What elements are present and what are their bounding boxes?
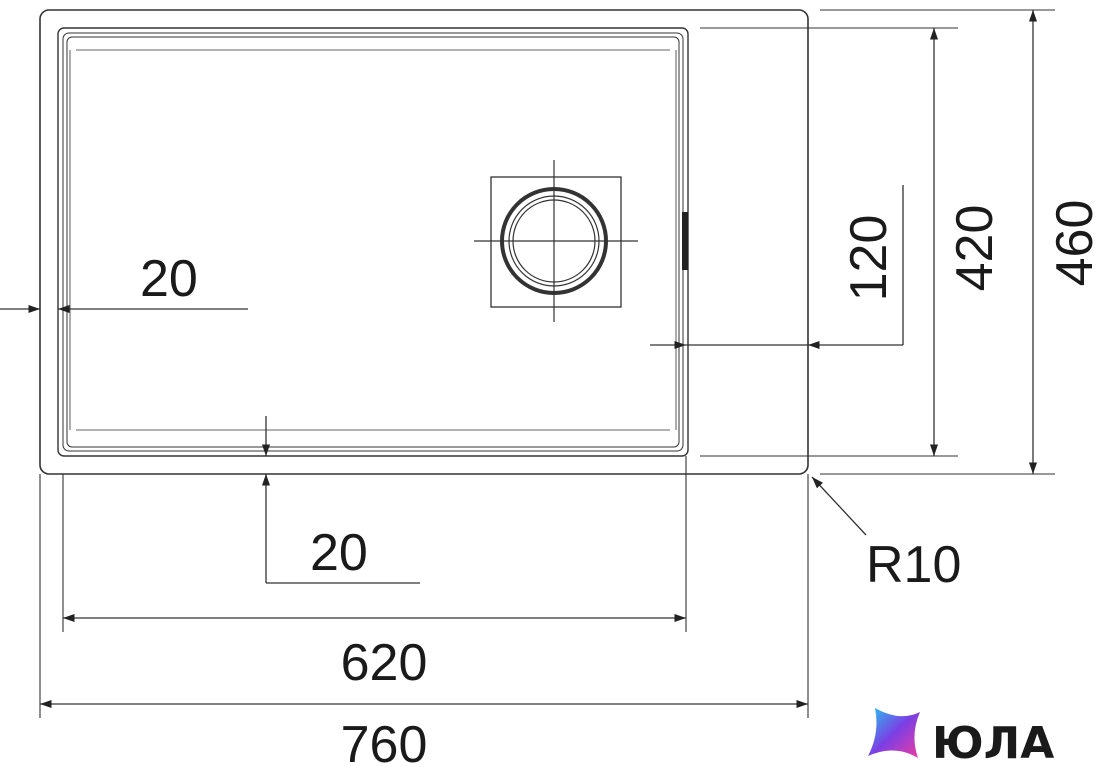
dim-bowl-depth-label: 420 <box>946 205 1004 292</box>
yula-logo-text: ЮЛА <box>932 718 1054 767</box>
yula-logo: ЮЛА <box>868 708 1054 767</box>
dim-drain-offset <box>650 185 904 350</box>
bowl-outline <box>57 27 689 457</box>
sink-outer-outline <box>39 9 809 475</box>
dim-overall-width-label: 760 <box>341 716 428 767</box>
drain <box>474 160 638 322</box>
dim-corner-radius-label: R10 <box>866 536 961 594</box>
dim-bottom-margin <box>261 416 420 584</box>
overflow-slot <box>682 212 688 270</box>
bowl-inner-line <box>69 49 677 431</box>
yula-star-icon <box>868 708 920 758</box>
dim-bowl-width-label: 620 <box>341 634 428 692</box>
dim-corner-radius-leader <box>811 476 867 536</box>
dim-bottom-margin-label: 20 <box>310 524 368 582</box>
dim-overall-depth-label: 460 <box>1046 200 1100 287</box>
dim-left-margin-label: 20 <box>140 250 198 308</box>
dim-drain-offset-label: 120 <box>840 215 898 302</box>
